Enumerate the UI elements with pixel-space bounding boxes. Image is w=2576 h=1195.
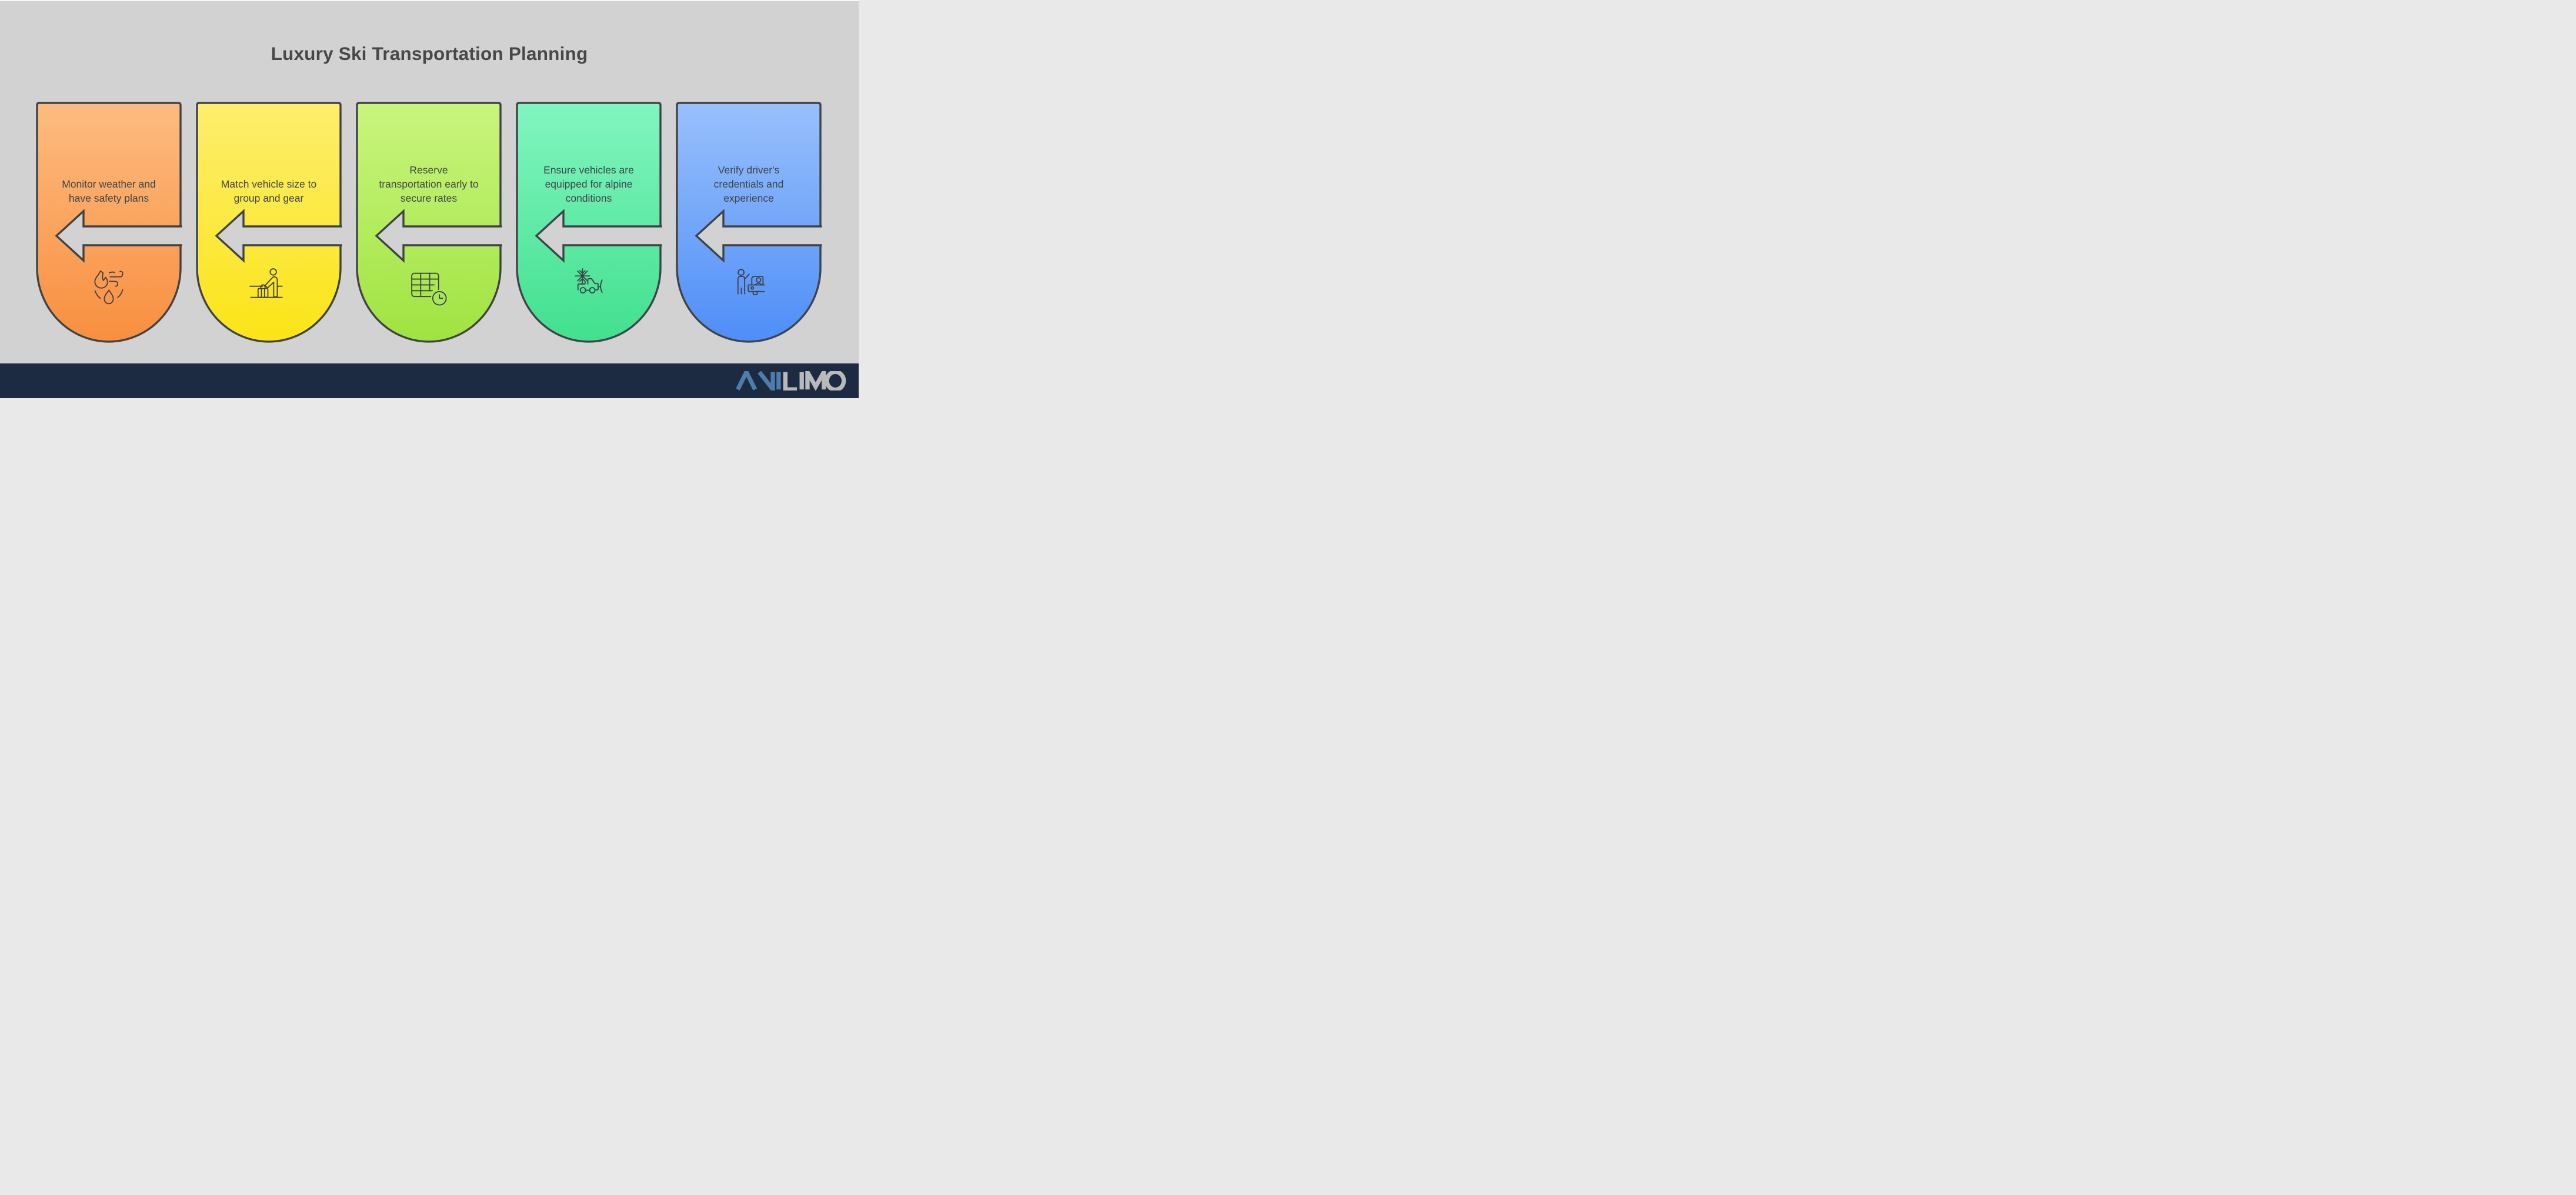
driver-verification-icon [737, 269, 765, 296]
top-strip [0, 0, 859, 1]
step-text: Reserve transportation early to secure r… [379, 164, 479, 204]
brand-logo [736, 371, 846, 390]
left-arrow-cutout [215, 209, 342, 263]
card-body [356, 102, 502, 343]
step-card-weather: Monitor weather and have safety plans [36, 102, 182, 343]
winter-vehicle-icon [575, 268, 603, 294]
card-body [516, 102, 662, 343]
step-card-reserve-early: Reserve transportation early to secure r… [356, 102, 502, 343]
step-card-vehicle-size: Match vehicle size to group and gear [196, 102, 342, 343]
traveler-luggage-icon [249, 268, 283, 298]
card-shape-svg [36, 102, 182, 343]
severe-weather-icon [94, 270, 124, 305]
step-card-driver-credentials: Verify driver's credentials and experien… [676, 102, 822, 343]
left-arrow-cutout [535, 209, 662, 263]
logo-letters-limo [783, 371, 846, 390]
step-text: Ensure vehicles are equipped for alpine … [543, 164, 634, 204]
card-shape-svg [676, 102, 822, 343]
booking-schedule-icon [411, 272, 448, 307]
card-body [36, 102, 182, 343]
card-shape-svg [196, 102, 342, 343]
left-arrow-cutout [375, 209, 502, 263]
infographic-canvas: Luxury Ski Transportation Planning Monit… [0, 0, 859, 398]
card-body [676, 102, 822, 343]
footer-bar [0, 363, 859, 398]
step-text: Verify driver's credentials and experien… [713, 164, 784, 204]
step-text: Match vehicle size to group and gear [221, 178, 317, 204]
steps-row: Monitor weather and have safety plans [36, 102, 822, 343]
left-arrow-cutout [55, 209, 182, 263]
left-arrow-cutout [695, 209, 822, 263]
card-shape-svg [516, 102, 662, 343]
card-shape-svg [356, 102, 502, 343]
step-card-alpine-equipment: Ensure vehicles are equipped for alpine … [516, 102, 662, 343]
page-title: Luxury Ski Transportation Planning [271, 43, 588, 64]
card-body [196, 102, 342, 343]
step-text: Monitor weather and have safety plans [62, 178, 156, 204]
logo-letters-avi [736, 371, 781, 390]
